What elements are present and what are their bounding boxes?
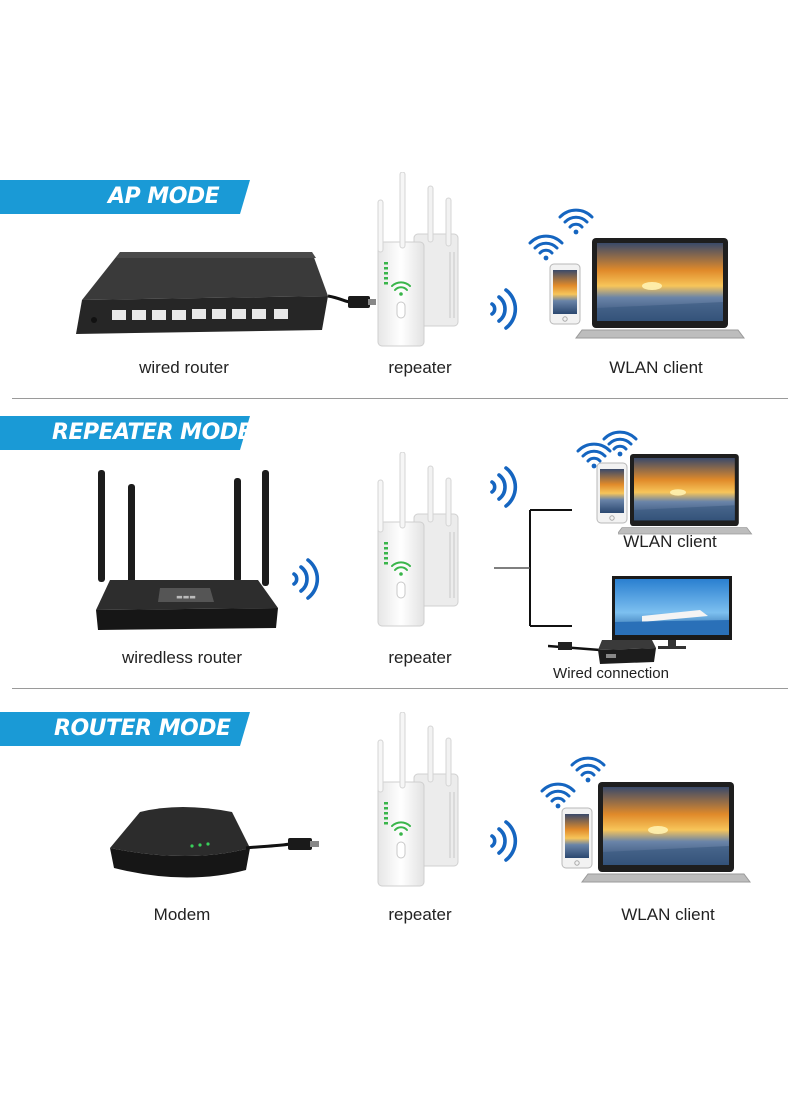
repeater-icon bbox=[370, 452, 466, 632]
client-label: WLAN client bbox=[621, 905, 715, 924]
wifi-signal-icon bbox=[486, 284, 526, 334]
router-mode-banner: ROUTER MODE bbox=[0, 712, 250, 746]
ethernet-cable-icon bbox=[490, 500, 580, 640]
repeater-label: repeater bbox=[388, 905, 452, 924]
client-label: WLAN client bbox=[609, 358, 703, 377]
wifi-signal-icon bbox=[570, 754, 610, 784]
wifi-signal-icon bbox=[558, 206, 598, 236]
client-label: WLAN client bbox=[623, 532, 717, 551]
mode-title: REPEATER MODE bbox=[52, 420, 253, 445]
repeater-label: repeater bbox=[388, 648, 452, 667]
wifi-signal-icon bbox=[540, 780, 580, 810]
laptop-icon bbox=[580, 780, 760, 886]
section-divider bbox=[12, 398, 788, 399]
modem-icon bbox=[100, 800, 350, 890]
repeater-mode-banner: REPEATER MODE bbox=[0, 416, 253, 450]
modem-icon bbox=[548, 634, 660, 668]
tv-icon bbox=[612, 576, 732, 652]
ap-mode-banner: AP MODE bbox=[0, 180, 250, 214]
mode-title: ROUTER MODE bbox=[54, 716, 231, 741]
section-divider bbox=[12, 688, 788, 689]
svg-text:▬▬▬: ▬▬▬ bbox=[176, 593, 196, 601]
switch-icon bbox=[60, 238, 380, 346]
wifi-signal-icon bbox=[602, 428, 642, 458]
repeater-icon bbox=[370, 172, 466, 352]
repeater-icon bbox=[370, 712, 466, 892]
laptop-icon bbox=[618, 452, 778, 536]
wifi-signal-icon bbox=[528, 232, 568, 262]
laptop-icon bbox=[574, 236, 754, 342]
source-label: Modem bbox=[153, 905, 211, 924]
wifi-signal-icon bbox=[486, 816, 526, 866]
mode-title: AP MODE bbox=[108, 184, 220, 209]
source-label: wiredless router bbox=[122, 648, 242, 667]
wired-connection-label: Wired connection bbox=[553, 665, 669, 682]
router-icon: ▬▬▬ bbox=[88, 470, 288, 640]
source-label: wired router bbox=[139, 358, 229, 377]
wifi-signal-icon bbox=[288, 554, 328, 604]
repeater-label: repeater bbox=[388, 358, 452, 377]
